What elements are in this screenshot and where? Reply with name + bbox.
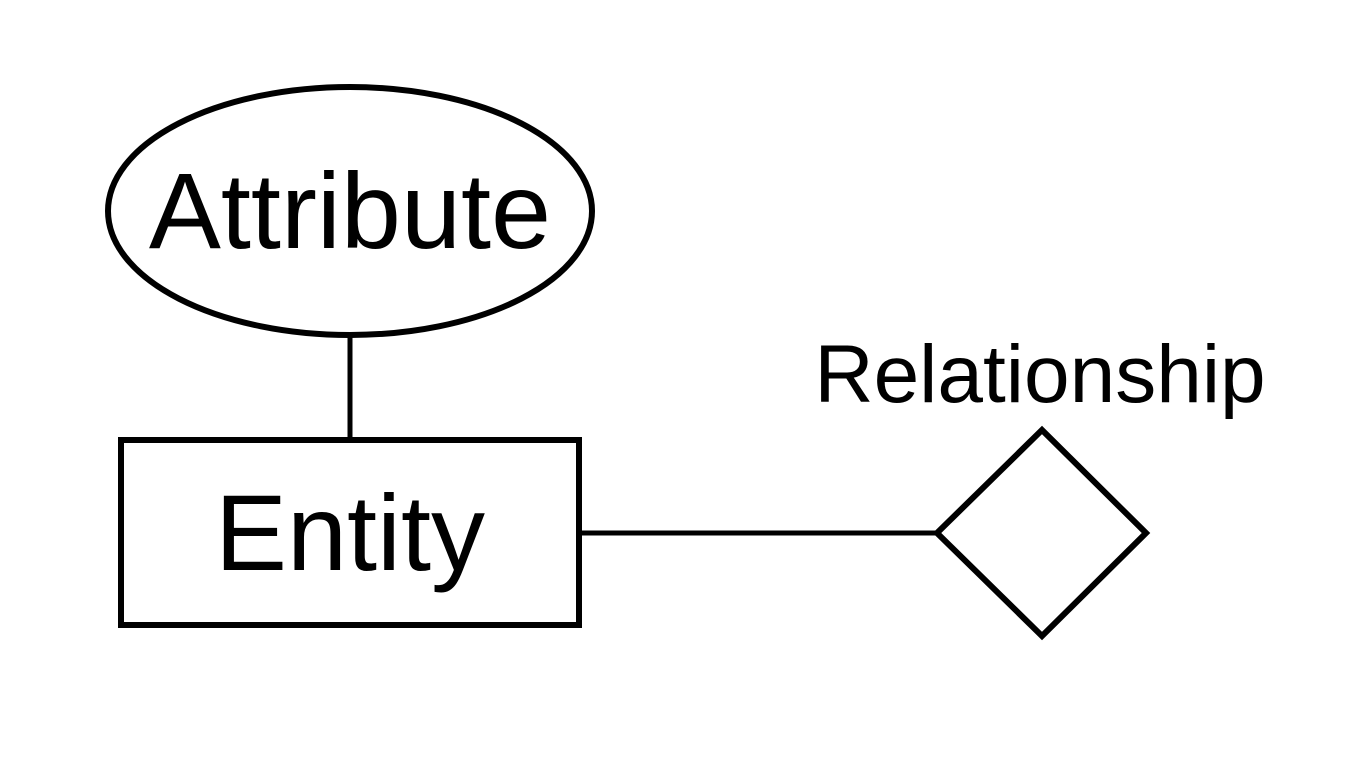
entity-rectangle: [118, 437, 582, 628]
entity-label: Entity: [215, 472, 485, 593]
attribute-label: Attribute: [149, 150, 551, 271]
relationship-label: Relationship: [814, 329, 1265, 420]
attribute-ellipse: [105, 84, 595, 338]
relationship-diamond: [932, 425, 1151, 641]
